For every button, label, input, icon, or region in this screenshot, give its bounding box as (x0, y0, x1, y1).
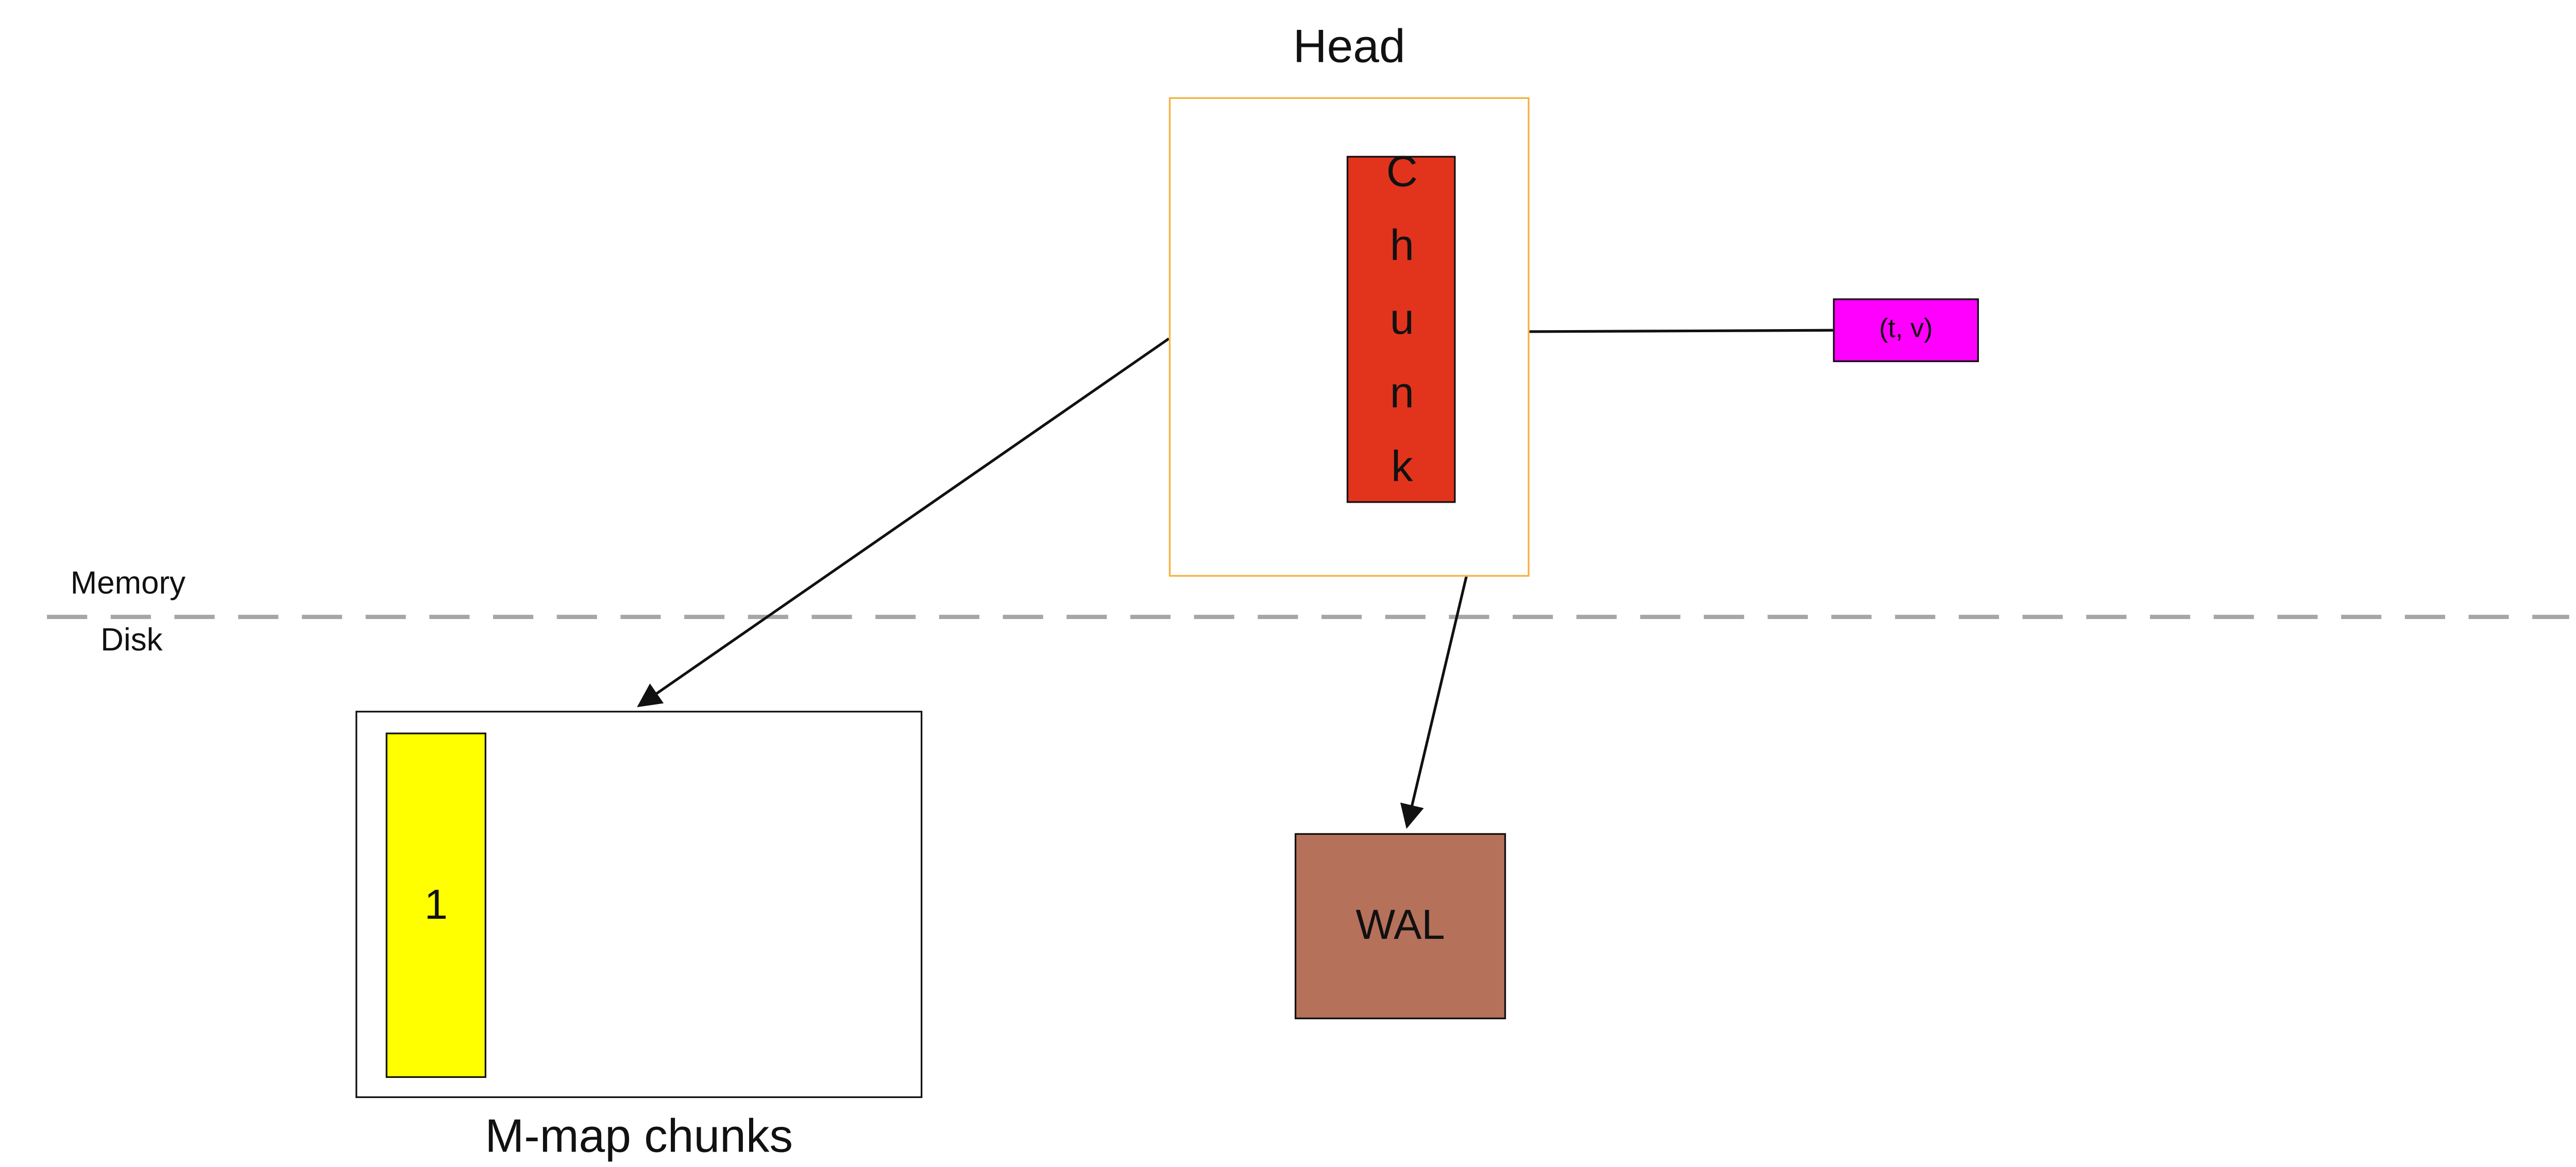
memory-label: Memory (70, 567, 186, 602)
head-title: Head (1293, 20, 1405, 72)
head-chunk-rect: Chunk (1346, 145, 1456, 514)
mmap-chunk-1: 1 (385, 732, 486, 1078)
sample-box: (t, v) (1833, 298, 1979, 363)
wal-box: WAL (1294, 833, 1506, 1020)
disk-label: Disk (100, 623, 163, 659)
arrow-head-to-mmap (637, 337, 1170, 708)
mmap-chunks-title: M-map chunks (485, 1109, 793, 1162)
